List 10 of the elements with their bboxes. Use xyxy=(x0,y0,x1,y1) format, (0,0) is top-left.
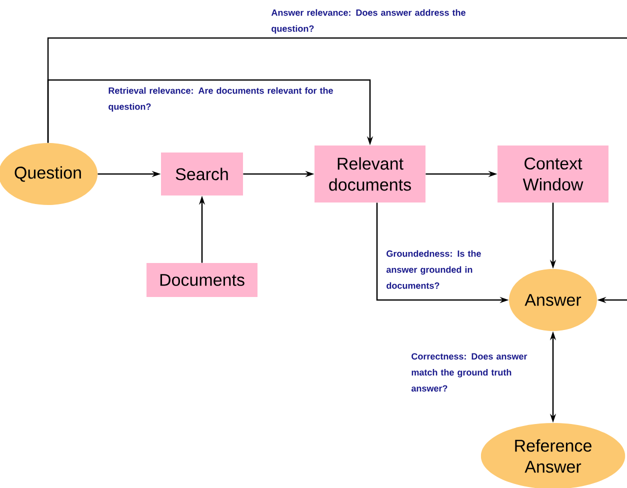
edge-label: Retrieval relevance: Are documents relevant for the question? xyxy=(108,87,333,112)
ellipse-node: Answer xyxy=(509,269,597,331)
edge-label: Answer relevance: Does answer address the question? xyxy=(271,9,466,34)
process-box: Context Window xyxy=(498,146,608,202)
process-box: Search xyxy=(161,152,243,196)
process-box: Relevant documents xyxy=(314,146,426,202)
edge-label: Correctness: Does answer match the ground truth answer? xyxy=(411,353,528,392)
process-box: Documents xyxy=(146,263,258,297)
edge-label: Groundedness: Is the answer grounded in documents? xyxy=(386,250,481,289)
arrow xyxy=(47,37,627,304)
